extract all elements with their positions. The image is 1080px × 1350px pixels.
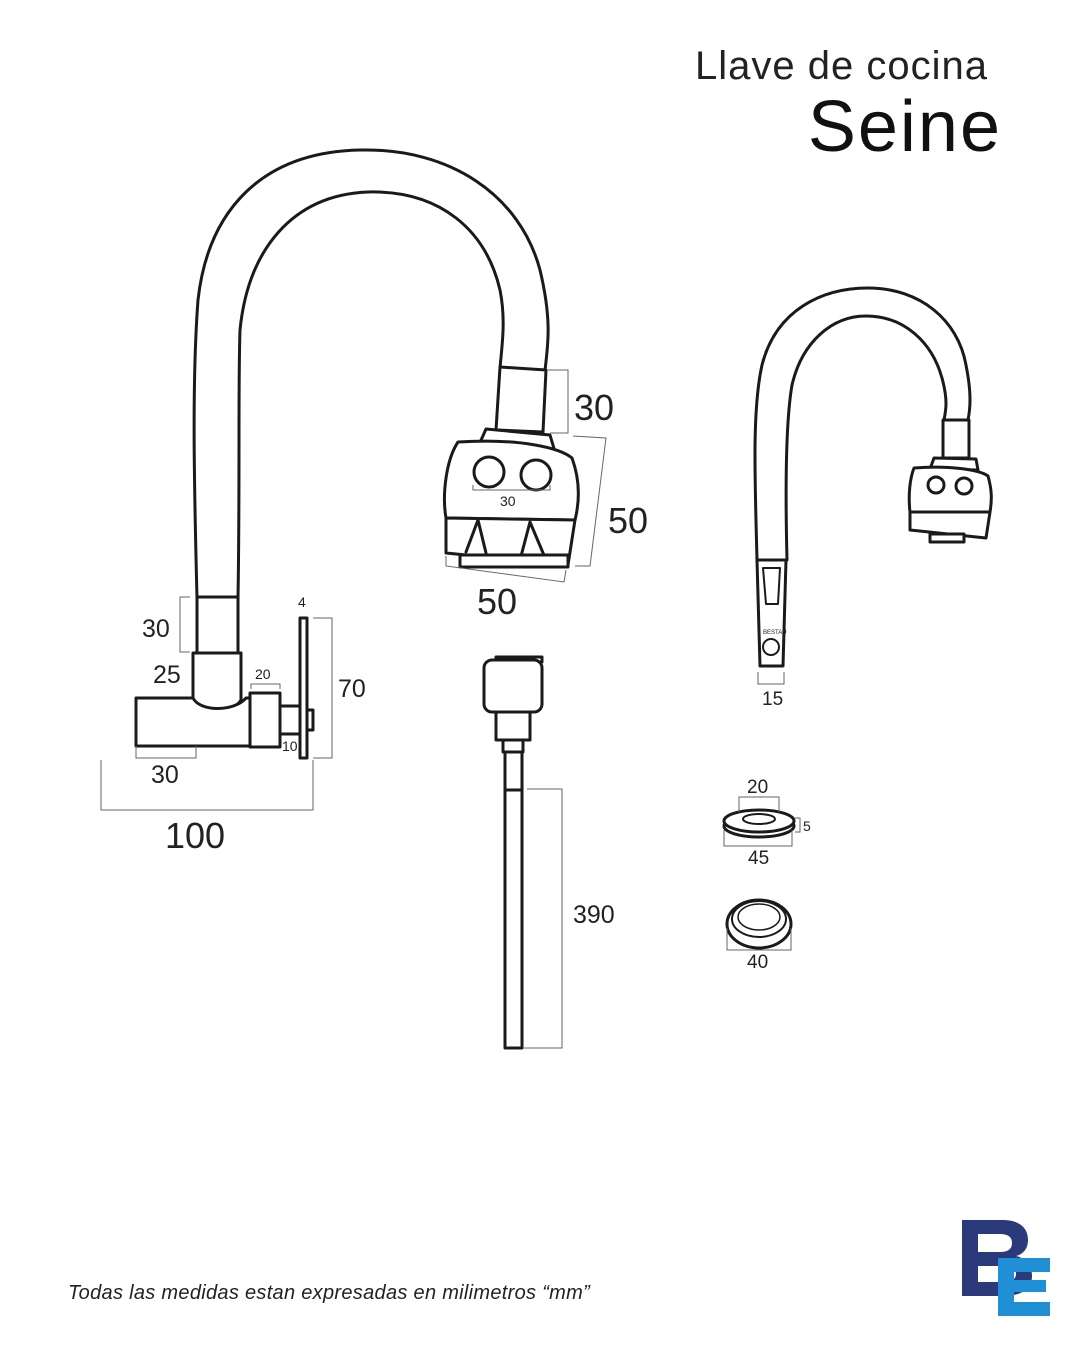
dim-head-neck-30: 30 (574, 387, 614, 428)
product-title: Seine (807, 87, 1002, 167)
handle-brand-mark: BESTAU (763, 630, 787, 636)
dim-side-plate-70: 70 (338, 675, 366, 703)
dim-side-nut-20: 20 (255, 666, 271, 682)
front-view-spout (753, 286, 972, 562)
dim-ring-outer-45: 45 (748, 848, 769, 869)
footnote: Todas las medidas estan expresadas en mi… (68, 1282, 591, 1304)
side-spout-collar (195, 595, 240, 655)
dim-side-nut-10: 10 (282, 738, 298, 754)
side-valve-body (134, 616, 315, 760)
dim-washer-40: 40 (747, 952, 768, 973)
dim-ring-inner-20: 20 (747, 777, 768, 798)
ring-part (722, 808, 796, 839)
side-spout-hose (192, 148, 550, 600)
dim-head-width-50: 50 (477, 581, 517, 622)
spray-head-large (443, 365, 580, 569)
dim-side-plate-4: 4 (298, 594, 306, 610)
hose-exploded (482, 655, 544, 1050)
dim-head-height-50: 50 (608, 500, 648, 541)
dim-side-body-30: 30 (151, 761, 179, 789)
front-view-handle (755, 558, 788, 668)
dim-side-body-25: 25 (153, 661, 181, 689)
dim-ring-thickness-5: 5 (803, 818, 811, 834)
washer-part (725, 898, 793, 950)
dim-side-spout-30: 30 (142, 615, 170, 643)
brand-logo (962, 1220, 1050, 1316)
dimension-lines (100, 369, 801, 1049)
dim-side-total-100: 100 (165, 815, 225, 856)
dimension-labels: 30 25 20 4 70 10 30 100 30 50 50 30 390 … (142, 387, 811, 973)
dim-front-handle-15: 15 (762, 689, 783, 710)
front-view-head (907, 418, 993, 544)
dim-head-buttons-30: 30 (500, 493, 516, 509)
dim-hose-390: 390 (573, 901, 615, 929)
product-subtitle: Llave de cocina (695, 44, 988, 88)
